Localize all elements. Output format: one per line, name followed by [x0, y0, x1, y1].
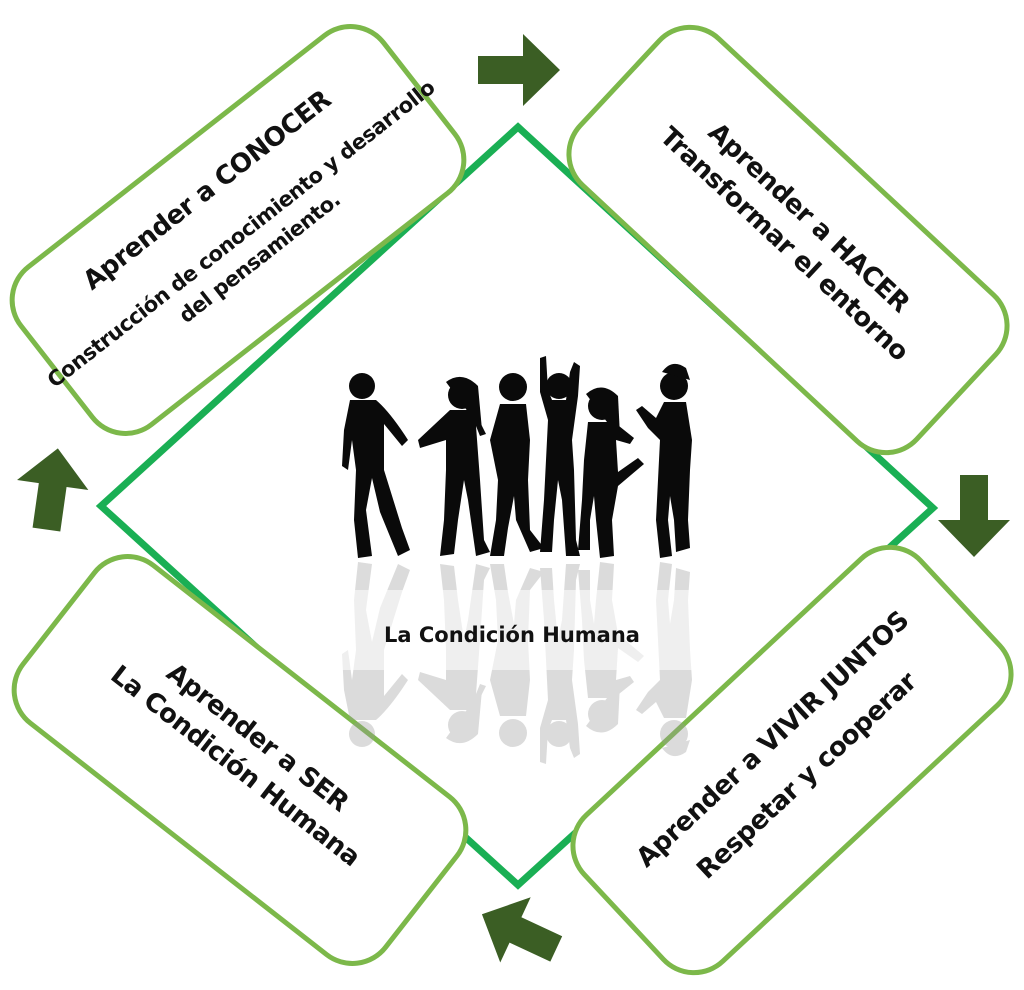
box-aprender-conocer — [9, 24, 467, 436]
center-label: La Condición Humana — [384, 623, 640, 647]
arrow-right-icon — [478, 34, 560, 106]
box-aprender-hacer — [566, 24, 1010, 456]
arrow-down-icon — [938, 475, 1010, 557]
box-aprender-ser — [11, 554, 469, 966]
arrow-left-icon — [481, 897, 563, 963]
box-aprender-vivir-juntos — [570, 544, 1014, 976]
arrow-up-icon — [17, 448, 89, 532]
children-silhouette-image — [330, 356, 710, 764]
